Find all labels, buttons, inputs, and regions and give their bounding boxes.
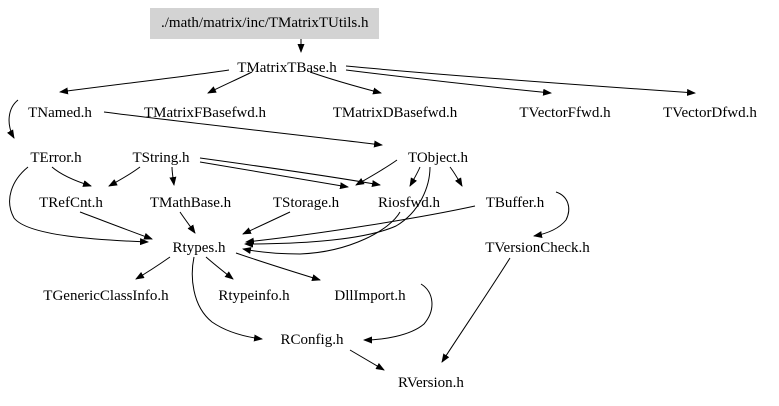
node-tvectordfwd[interactable]: TVectorDfwd.h (645, 105, 775, 121)
node-rtypes[interactable]: Rtypes.h (162, 240, 236, 256)
node-tbuffer-label: TBuffer.h (485, 195, 545, 211)
node-trefcnt[interactable]: TRefCnt.h (28, 195, 114, 211)
node-tmathbase[interactable]: TMathBase.h (133, 195, 248, 211)
node-tobject-label: TObject.h (407, 150, 469, 166)
node-tstorage-label: TStorage.h (272, 195, 340, 211)
edge-tbuffer-rtypes (245, 205, 476, 245)
edge-riosfwd-rtypes (242, 211, 401, 255)
node-tnamed[interactable]: TNamed.h (16, 105, 104, 121)
node-tgenericclassinfo[interactable]: TGenericClassInfo.h (17, 288, 195, 304)
node-tnamed-label: TNamed.h (28, 105, 92, 121)
edge-rtypes-dllimport (235, 252, 321, 281)
node-root[interactable]: ./math/matrix/inc/TMatrixTUtils.h (150, 8, 380, 39)
edge-terror-trefcnt (51, 166, 92, 187)
node-rtypeinfo[interactable]: Rtypeinfo.h (207, 288, 301, 304)
node-tvectorffwd-label: TVectorFfwd.h (519, 105, 611, 121)
node-tbuffer[interactable]: TBuffer.h (475, 195, 555, 211)
node-tmatrixfbasefwd[interactable]: TMatrixFBasefwd.h (120, 105, 290, 121)
node-dllimport-label: DllImport.h (334, 288, 406, 304)
node-trefcnt-label: TRefCnt.h (39, 195, 103, 211)
edge-tmatrixtbase-tnamed (59, 69, 230, 95)
node-tmatrixdbasefwd-label: TMatrixDBasefwd.h (332, 105, 458, 121)
edge-tmatrixtbase-tvectorffwd (345, 69, 552, 96)
node-tmatrixtbase[interactable]: TMatrixTBase.h (229, 60, 345, 76)
node-rconfig[interactable]: RConfig.h (272, 332, 352, 348)
node-rtypes-label: Rtypes.h (172, 240, 226, 256)
node-riosfwd-label: Riosfwd.h (377, 195, 441, 211)
node-tversioncheck[interactable]: TVersionCheck.h (465, 240, 610, 256)
node-tmatrixfbasefwd-label: TMatrixFBasefwd.h (143, 105, 267, 121)
node-tmathbase-label: TMathBase.h (149, 195, 232, 211)
node-tgenericclassinfo-label: TGenericClassInfo.h (43, 288, 169, 304)
node-tvectorffwd[interactable]: TVectorFfwd.h (500, 105, 630, 121)
node-terror[interactable]: TError.h (20, 150, 92, 166)
edge-tstorage-rtypes (242, 211, 291, 235)
edge-rtypes-rtypeinfo (205, 256, 234, 280)
edge-tobject-tstorage (355, 159, 398, 186)
node-rtypeinfo-label: Rtypeinfo.h (218, 288, 290, 304)
node-tmatrixdbasefwd[interactable]: TMatrixDBasefwd.h (310, 105, 480, 121)
edge-tstring-trefcnt (108, 166, 141, 187)
node-tobject[interactable]: TObject.h (397, 150, 479, 166)
edge-tobject-tbuffer (449, 166, 463, 187)
edge-rconfig-rversion (349, 349, 385, 371)
edge-tstring-riosfwd (199, 157, 381, 188)
edge-tversioncheck-rversion (441, 257, 511, 363)
node-tversioncheck-label: TVersionCheck.h (485, 240, 590, 256)
node-terror-label: TError.h (30, 150, 82, 166)
edge-tmathbase-rtypes (179, 211, 196, 234)
node-tvectordfwd-label: TVectorDfwd.h (663, 105, 757, 121)
node-tstorage[interactable]: TStorage.h (260, 195, 352, 211)
node-rconfig-label: RConfig.h (280, 332, 344, 348)
node-tstring[interactable]: TString.h (122, 150, 200, 166)
edge-trefcnt-rtypes (79, 211, 153, 240)
edge-tobject-riosfwd (409, 166, 421, 187)
node-riosfwd[interactable]: Riosfwd.h (365, 195, 453, 211)
edge-rtypes-tgenericclassinfo (135, 256, 171, 280)
node-tmatrixtbase-label: TMatrixTBase.h (237, 60, 337, 76)
node-root-label: ./math/matrix/inc/TMatrixTUtils.h (161, 15, 369, 31)
node-rversion-label: RVersion.h (398, 375, 464, 391)
node-dllimport[interactable]: DllImport.h (320, 288, 420, 304)
node-rversion[interactable]: RVersion.h (385, 375, 477, 391)
edge-tstring-tstorage (199, 161, 349, 190)
edge-tmatrixtbase-tvectordfwd (345, 65, 696, 96)
edge-tstring-tmathbase (169, 166, 177, 186)
node-tstring-label: TString.h (132, 150, 190, 166)
